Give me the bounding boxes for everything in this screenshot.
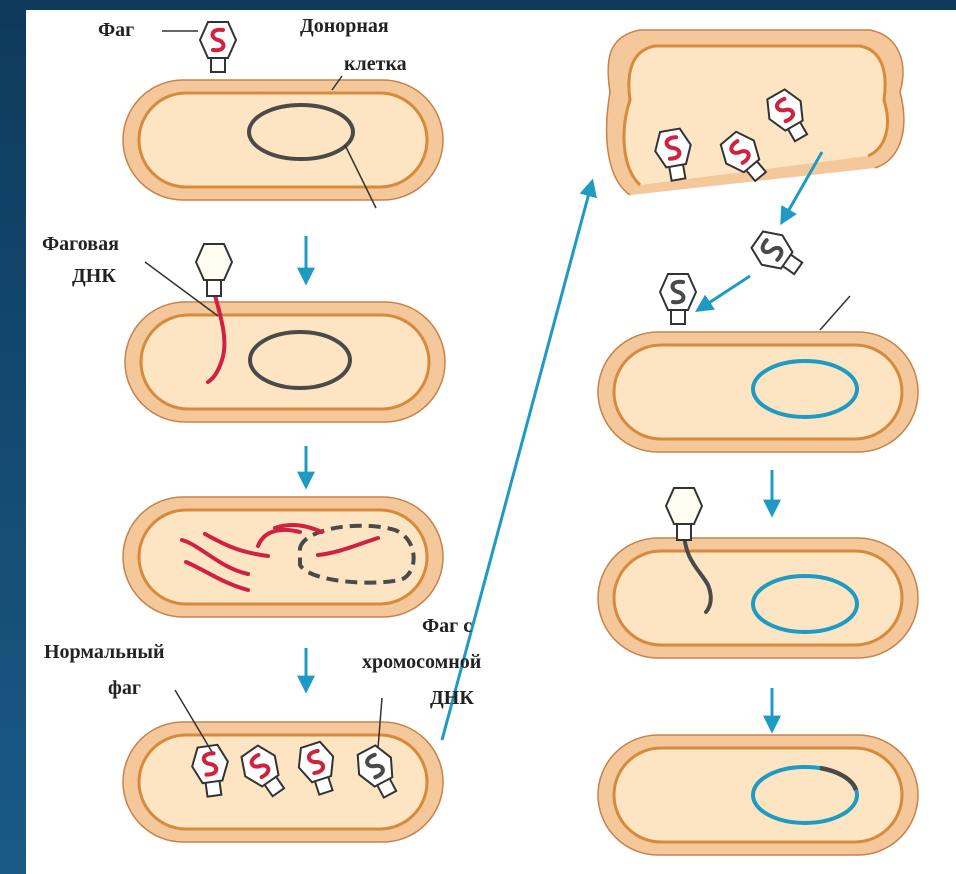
chrom-phage-label-1: Фаг с bbox=[422, 614, 472, 638]
free-chromosomal-phage bbox=[747, 225, 809, 283]
recipient-cell-1 bbox=[598, 296, 918, 452]
attached-chromosomal-phage bbox=[660, 274, 696, 324]
donor-cell-label-1: Донорная bbox=[300, 14, 389, 38]
donor-cell-4 bbox=[123, 722, 443, 842]
phage-label: Фаг bbox=[98, 18, 134, 42]
donor-cell-3 bbox=[123, 497, 443, 617]
infection-arrow bbox=[698, 276, 750, 310]
normal-phage-label-2: фаг bbox=[108, 676, 141, 700]
donor-cell-2 bbox=[125, 292, 445, 422]
donor-cell-1 bbox=[123, 80, 443, 208]
phage-dna-label-1: Фаговая bbox=[42, 232, 119, 256]
phage-dna-label-2: ДНК bbox=[72, 264, 116, 288]
empty-phage-2 bbox=[196, 244, 232, 296]
chrom-phage-label-2: хромосомной bbox=[362, 650, 481, 674]
chrom-phage-label-3: ДНК bbox=[430, 686, 474, 710]
phage-attached-1 bbox=[200, 22, 236, 72]
normal-phage-label-1: Нормальный bbox=[44, 640, 165, 664]
empty-phage-recipient bbox=[666, 488, 702, 540]
donor-cell-label-2: клетка bbox=[344, 52, 407, 76]
recipient-cell-2 bbox=[598, 530, 918, 658]
recipient-cell-3 bbox=[598, 735, 918, 855]
